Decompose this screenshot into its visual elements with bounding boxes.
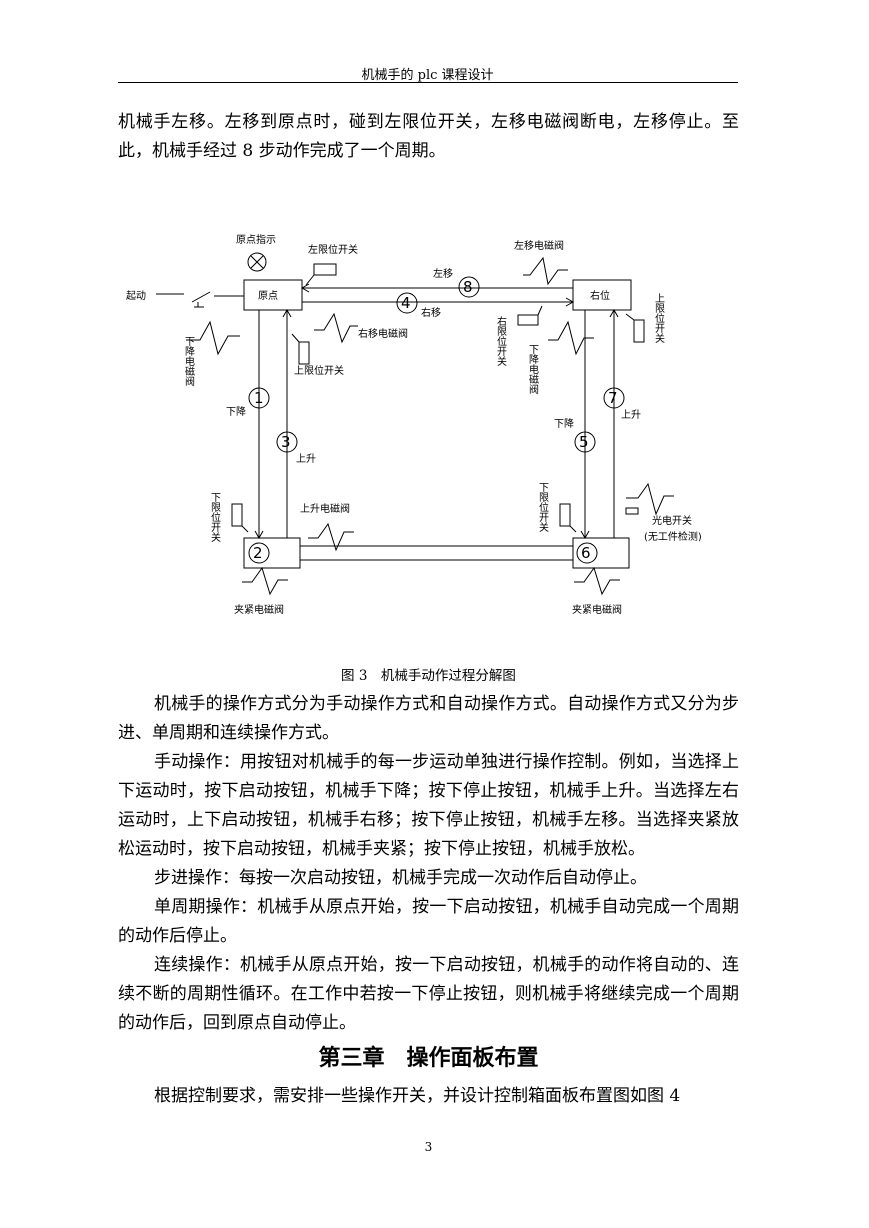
svg-text:1: 1 (254, 389, 264, 407)
step-4-marker (396, 292, 418, 314)
step-5-marker (574, 431, 596, 453)
label-up-valve: 上升电磁阀 (300, 502, 350, 515)
label-right-move-valve: 右移电磁阀 (358, 327, 408, 340)
origin-box (243, 279, 303, 311)
label-clamp-valve-right: 夹紧电磁阀 (572, 603, 622, 616)
right-limit-switch-icon (517, 314, 539, 326)
step-6-marker (576, 542, 598, 564)
header-rule (118, 82, 738, 83)
label-origin: 原点 (258, 290, 278, 302)
label-upper-limit-left: 上限位开关 (294, 364, 344, 377)
page-number: 3 (424, 1140, 433, 1154)
up-valve-symbol (308, 522, 354, 552)
svg-text:8: 8 (463, 278, 473, 296)
clamp-left-box (243, 537, 301, 569)
paragraph-2: 机械手的操作方式分为手动操作方式和自动操作方式。自动操作方式又分为步进、单周期和… (118, 694, 739, 743)
label-left-limit-switch: 左限位开关 (308, 243, 358, 256)
label-left-move-valve: 左移电磁阀 (514, 239, 564, 252)
photo-switch-icon (625, 507, 639, 515)
label-photo-switch: 光电开关 (652, 514, 692, 527)
step-7-marker (603, 387, 625, 409)
process-diagram: 原点指示 左限位开关 左移电磁阀 起动 原点 右位 左移 8 4 右移 右移电磁… (126, 233, 702, 616)
right-move-valve-symbol (314, 312, 358, 344)
left-move-valve-symbol (523, 256, 568, 286)
label-up-left: 上升 (296, 453, 316, 465)
svg-text:7: 7 (608, 389, 618, 407)
label-right-position: 右位 (590, 289, 610, 302)
label-move-left: 左移 (433, 267, 453, 280)
upper-limit-left-icon (298, 341, 310, 365)
label-origin-indicator: 原点指示 (236, 233, 276, 246)
label-start: 起动 (126, 290, 146, 302)
page-header: 机械手的 plc 课程设计 (361, 68, 494, 83)
step-2-marker (248, 542, 270, 564)
label-down-left: 下降 (226, 405, 246, 418)
label-down-valve-right: 下降电磁阀 (527, 344, 539, 395)
label-upper-limit-right: 上限位开关 (653, 293, 665, 344)
lower-limit-right-icon (559, 503, 571, 527)
figure-caption: 图 3 机械手动作过程分解图 (341, 668, 516, 684)
label-down-right: 下降 (554, 417, 574, 430)
svg-text:5: 5 (579, 433, 589, 451)
step-1-marker (248, 387, 270, 409)
label-right-limit-switch: 右限位开关 (495, 315, 507, 367)
chapter-title: 第三章 操作面板布置 (318, 1046, 539, 1071)
label-move-right: 右移 (421, 306, 441, 319)
left-limit-switch-icon (313, 263, 337, 276)
down-valve-right-symbol (548, 320, 594, 356)
paragraph-4: 步进操作：每按一次启动按钮，机械手完成一次动作后自动停止。 (154, 868, 647, 888)
lower-limit-left-icon (231, 503, 243, 527)
label-lower-limit-right: 下限位开关 (537, 482, 549, 533)
svg-text:2: 2 (253, 544, 263, 562)
clamp-valve-right-symbol (574, 566, 620, 596)
svg-text:4: 4 (401, 294, 411, 312)
paragraph-6: 连续操作：机械手从原点开始，按一下启动按钮，机械手的动作将自动的、连续不断的周期… (118, 955, 739, 1033)
label-up-right: 上升 (621, 409, 641, 421)
upper-limit-right-icon (633, 319, 645, 343)
paragraph-1: 机械手左移。左移到原点时，碰到左限位开关，左移电磁阀断电，左移停止。至此，机械手… (118, 112, 739, 161)
paragraph-5: 单周期操作：机械手从原点开始，按一下启动按钮，机械手自动完成一个周期的动作后停止… (118, 897, 739, 946)
step-3-marker (276, 431, 298, 453)
svg-text:6: 6 (581, 544, 591, 562)
svg-text:3: 3 (281, 433, 291, 451)
down-valve-left-symbol (186, 320, 240, 356)
clamp-right-box (572, 537, 630, 569)
label-lower-limit-left: 下限位开关 (209, 492, 221, 543)
label-clamp-valve-left: 夹紧电磁阀 (234, 603, 284, 616)
clamp-valve-left-symbol (242, 566, 288, 596)
right-position-box (572, 279, 632, 311)
paragraph-3: 手动操作：用按钮对机械手的每一步运动单独进行操作控制。例如，当选择上下运动时，按… (118, 752, 739, 859)
origin-lamp-icon (247, 252, 267, 272)
step-8-marker (458, 276, 480, 298)
label-down-valve-left: 下降电磁阀 (183, 336, 195, 387)
paragraph-7: 根据控制要求，需安排一些操作开关，并设计控制箱面板布置图如图 4 (154, 1086, 681, 1106)
label-no-workpiece: (无工件检测) (644, 530, 702, 543)
